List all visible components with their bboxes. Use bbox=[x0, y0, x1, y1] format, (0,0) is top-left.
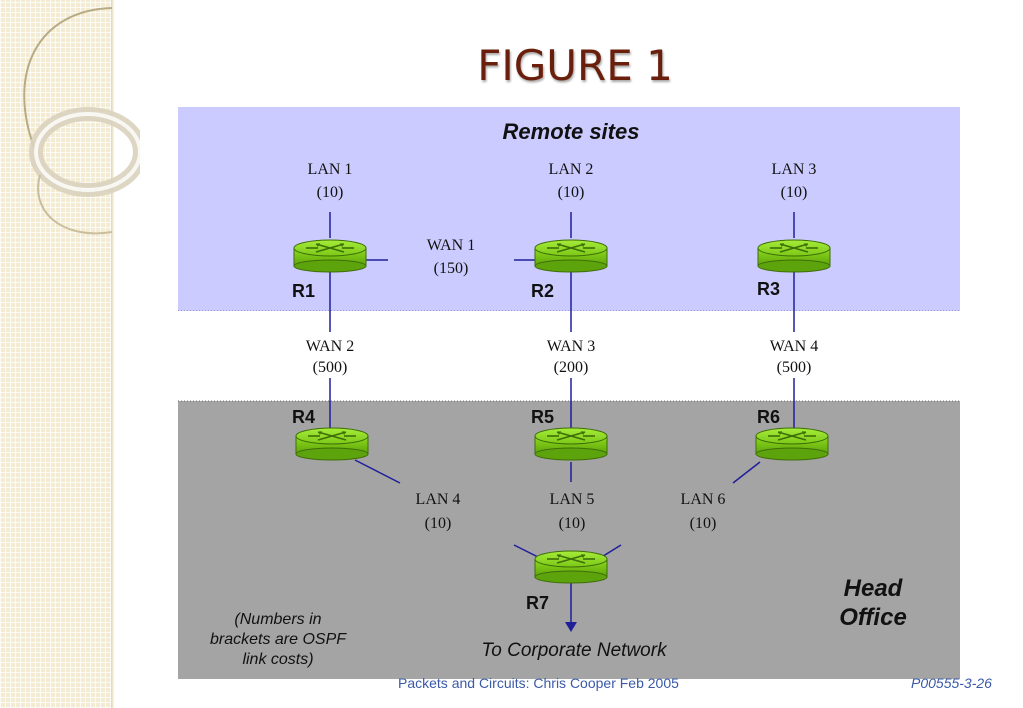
wan1-name: WAN 1 bbox=[427, 237, 475, 254]
note-line-3: link costs) bbox=[242, 651, 313, 668]
wan4-name: WAN 4 bbox=[770, 338, 818, 355]
router-label-r4: R4 bbox=[292, 407, 315, 427]
lan2-name: LAN 2 bbox=[549, 161, 594, 178]
wan3-name: WAN 3 bbox=[547, 338, 595, 355]
slide-title: FIGURE 1 bbox=[477, 41, 673, 90]
remote-sites-label: Remote sites bbox=[503, 119, 640, 144]
router-r2 bbox=[534, 239, 608, 273]
router-label-r3: R3 bbox=[757, 279, 780, 299]
corporate-arrow-head bbox=[565, 622, 577, 632]
note-line-1: (Numbers in bbox=[234, 611, 321, 628]
swirl-arc-top bbox=[23, 7, 113, 151]
router-r5 bbox=[534, 427, 608, 461]
swirl-ring-highlight bbox=[34, 112, 140, 192]
r7-line-left bbox=[513, 544, 541, 559]
router-label-r2: R2 bbox=[531, 281, 554, 301]
lan5-name: LAN 5 bbox=[550, 491, 595, 508]
router-label-r5: R5 bbox=[531, 407, 554, 427]
lan6-line bbox=[732, 461, 761, 484]
lan4-name: LAN 4 bbox=[416, 491, 461, 508]
wan-zone bbox=[178, 311, 960, 401]
link-lines bbox=[329, 212, 795, 624]
router-label-r1: R1 bbox=[292, 281, 315, 301]
router-r4 bbox=[295, 427, 369, 461]
decorative-swirl bbox=[23, 7, 140, 235]
note-line-2: brackets are OSPF bbox=[210, 631, 347, 648]
footer-text: Packets and Circuits: Chris Cooper Feb 2… bbox=[398, 675, 679, 691]
lan2-cost: (10) bbox=[558, 184, 585, 201]
lan3-cost: (10) bbox=[781, 184, 808, 201]
head-office-label-line2: Office bbox=[839, 604, 907, 631]
wan2-name: WAN 2 bbox=[306, 338, 354, 355]
router-label-r7: R7 bbox=[526, 593, 549, 613]
wan4-cost: (500) bbox=[777, 359, 812, 376]
lan1-cost: (10) bbox=[317, 184, 344, 201]
wan3-cost: (200) bbox=[554, 359, 589, 376]
head-office-label-line1: Head bbox=[844, 575, 904, 602]
lan6-name: LAN 6 bbox=[681, 491, 726, 508]
destination-label: To Corporate Network bbox=[481, 640, 668, 661]
lan5-cost: (10) bbox=[559, 515, 586, 532]
wan1-cost: (150) bbox=[434, 260, 469, 277]
router-r3 bbox=[757, 239, 831, 273]
router-r7 bbox=[534, 550, 608, 584]
lan4-line bbox=[354, 459, 401, 484]
left-strip-edge bbox=[111, 0, 114, 708]
swirl-arc-bottom bbox=[37, 174, 113, 235]
wan2-cost: (500) bbox=[313, 359, 348, 376]
router-r1 bbox=[293, 239, 367, 273]
lan3-name: LAN 3 bbox=[772, 161, 817, 178]
lan4-cost: (10) bbox=[425, 515, 452, 532]
footer-code: P00555-3-26 bbox=[911, 675, 992, 691]
lan1-name: LAN 1 bbox=[308, 161, 353, 178]
remote-sites-zone bbox=[178, 107, 960, 311]
router-r6 bbox=[755, 427, 829, 461]
router-label-r6: R6 bbox=[757, 407, 780, 427]
lan6-cost: (10) bbox=[690, 515, 717, 532]
